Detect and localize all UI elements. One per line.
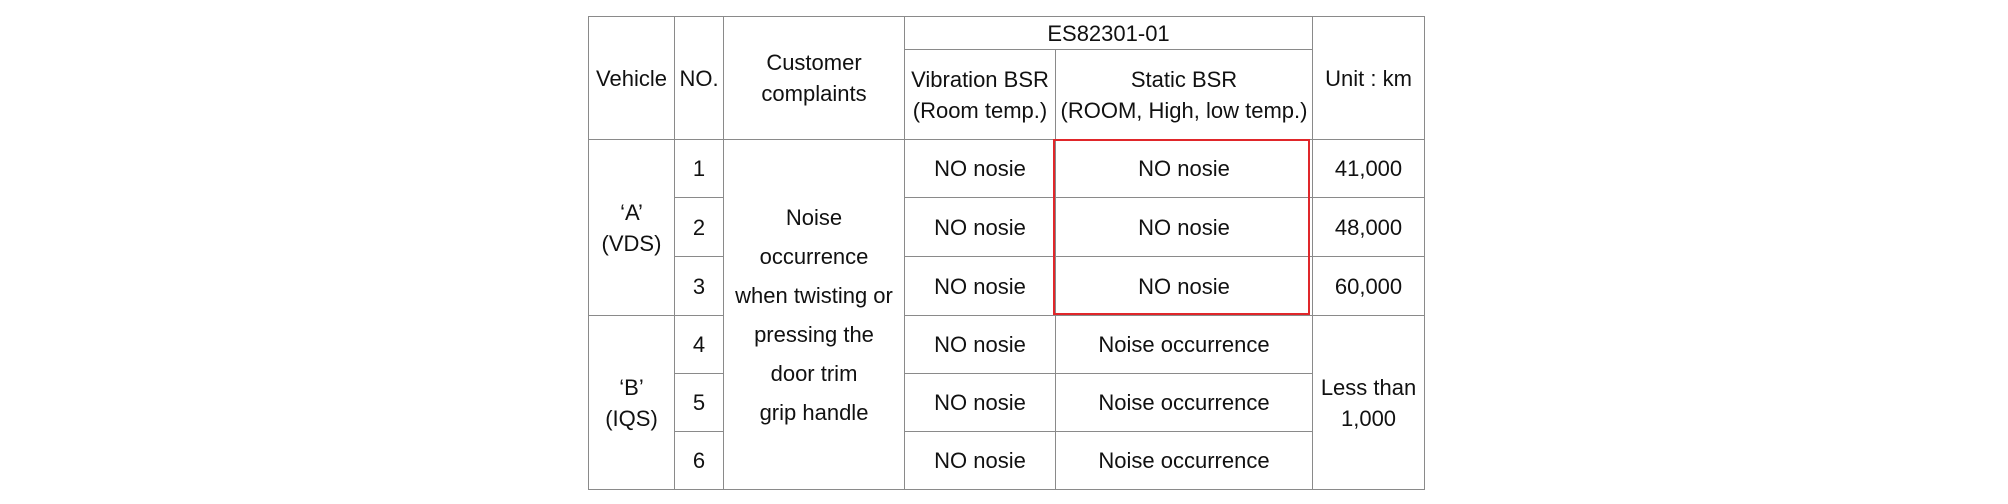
vehicle-group-b: ‘B’ (IQS)	[588, 315, 675, 490]
complaint-line3: when twisting or	[735, 282, 893, 308]
table-row: ‘A’ (VDS) 1 Noise occurrence when twisti…	[588, 139, 1426, 490]
vibration-result: NO nosie	[904, 197, 1056, 257]
vibration-result: NO nosie	[904, 315, 1056, 374]
table-row: 5 NO nosie Noise occurrence	[589, 373, 1425, 432]
header-complaint-line2: complaints	[761, 81, 867, 106]
complaint-line4: pressing the	[754, 321, 874, 347]
header-vibration-line1: Vibration BSR	[911, 66, 1049, 92]
static-result: NO nosie	[1054, 197, 1314, 257]
header-standard: ES82301-01	[903, 16, 1314, 50]
static-result: Noise occurrence	[1054, 373, 1314, 432]
complaint-line2: occurrence	[759, 243, 869, 269]
header-vehicle: Vehicle	[588, 16, 675, 140]
vehicle-a-name: ‘A’	[620, 199, 643, 225]
mileage-b-line2: 1,000	[1340, 405, 1397, 431]
static-result: NO nosie	[1054, 139, 1314, 198]
bsr-test-table-container: Vehicle NO. Customer complaints ES82301-…	[588, 16, 1426, 490]
header-no: NO.	[674, 16, 724, 140]
row-number: 6	[674, 431, 724, 490]
header-static-line2: (ROOM, High, low temp.)	[1060, 97, 1308, 123]
complaint-line1: Noise	[785, 204, 843, 230]
row-number: 4	[674, 315, 724, 374]
mileage-value: 48,000	[1312, 197, 1426, 257]
bsr-test-table: Vehicle NO. Customer complaints ES82301-…	[588, 16, 1426, 490]
vehicle-a-survey: (VDS)	[601, 230, 662, 256]
mileage-value: 60,000	[1312, 256, 1426, 316]
vehicle-group-a: ‘A’ (VDS)	[588, 139, 675, 316]
header-row-1: Vehicle NO. Customer complaints ES82301-…	[588, 16, 1426, 140]
header-vibration-line2: (Room temp.)	[912, 97, 1048, 123]
mileage-value: 41,000	[1312, 139, 1426, 198]
row-number: 3	[674, 256, 724, 316]
table-row: 3 NO nosie NO nosie 60,000	[589, 256, 1426, 316]
vehicle-b-name: ‘B’	[619, 374, 644, 400]
header-vibration-bsr: Vibration BSR (Room temp.)	[904, 49, 1056, 140]
vehicle-b-survey: (IQS)	[605, 405, 658, 431]
table-row: ‘B’ (IQS) 4 NO nosie Noise occurrence Le…	[588, 315, 1426, 490]
header-static-line1: Static BSR	[1130, 66, 1238, 92]
static-result: NO nosie	[1054, 256, 1314, 316]
header-customer-complaints: Customer complaints	[723, 16, 905, 140]
customer-complaint-cell: Noise occurrence when twisting or pressi…	[723, 139, 905, 490]
complaint-line6: grip handle	[759, 399, 869, 425]
row-number: 5	[674, 373, 724, 432]
row-number: 1	[674, 139, 724, 198]
complaint-line5: door trim	[770, 360, 858, 386]
table-row: 2 NO nosie NO nosie 48,000	[589, 197, 1426, 257]
vibration-result: NO nosie	[904, 256, 1056, 316]
mileage-group-b: Less than 1,000	[1312, 315, 1426, 490]
header-unit: Unit : km	[1312, 16, 1426, 140]
table-row: 6 NO nosie Noise occurrence	[589, 431, 1425, 490]
static-result: Noise occurrence	[1054, 431, 1314, 490]
header-static-bsr: Static BSR (ROOM, High, low temp.)	[1054, 49, 1314, 140]
vibration-result: NO nosie	[904, 139, 1056, 198]
vibration-result: NO nosie	[904, 373, 1056, 432]
mileage-b-line1: Less than	[1320, 374, 1417, 400]
vibration-result: NO nosie	[904, 431, 1056, 490]
static-result: Noise occurrence	[1054, 315, 1314, 374]
header-complaint-line1: Customer	[766, 50, 862, 75]
row-number: 2	[674, 197, 724, 257]
